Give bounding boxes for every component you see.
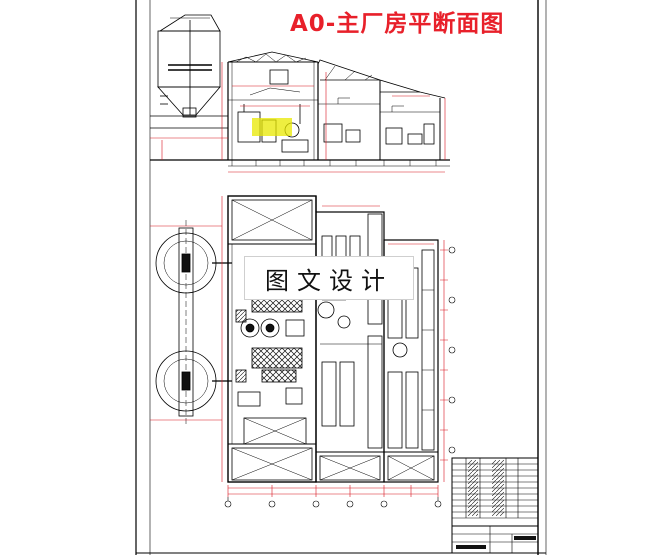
grid-axis-bubbles (224, 246, 456, 508)
section-walls (227, 62, 441, 160)
middle-bay-equipment (317, 213, 383, 449)
plan-dimensions (150, 196, 448, 497)
internal-walls (228, 243, 438, 453)
section-view (150, 14, 450, 173)
highlighted-equipment (252, 118, 292, 136)
plan-tanks (155, 220, 232, 425)
equipment-blocks (235, 295, 305, 407)
title-block (451, 457, 539, 554)
drawing-title: A0-主厂房平断面图 (290, 11, 505, 37)
hatched-rooms (231, 199, 435, 481)
section-dimensions (150, 62, 446, 173)
right-bay-equipment (387, 249, 435, 451)
plan-view (150, 195, 456, 508)
ground-line (150, 159, 450, 167)
plan-outline (227, 195, 439, 483)
sheet-frame (135, 0, 547, 555)
silo-tank (150, 14, 228, 129)
watermark-label: 图文设计 (244, 256, 414, 300)
